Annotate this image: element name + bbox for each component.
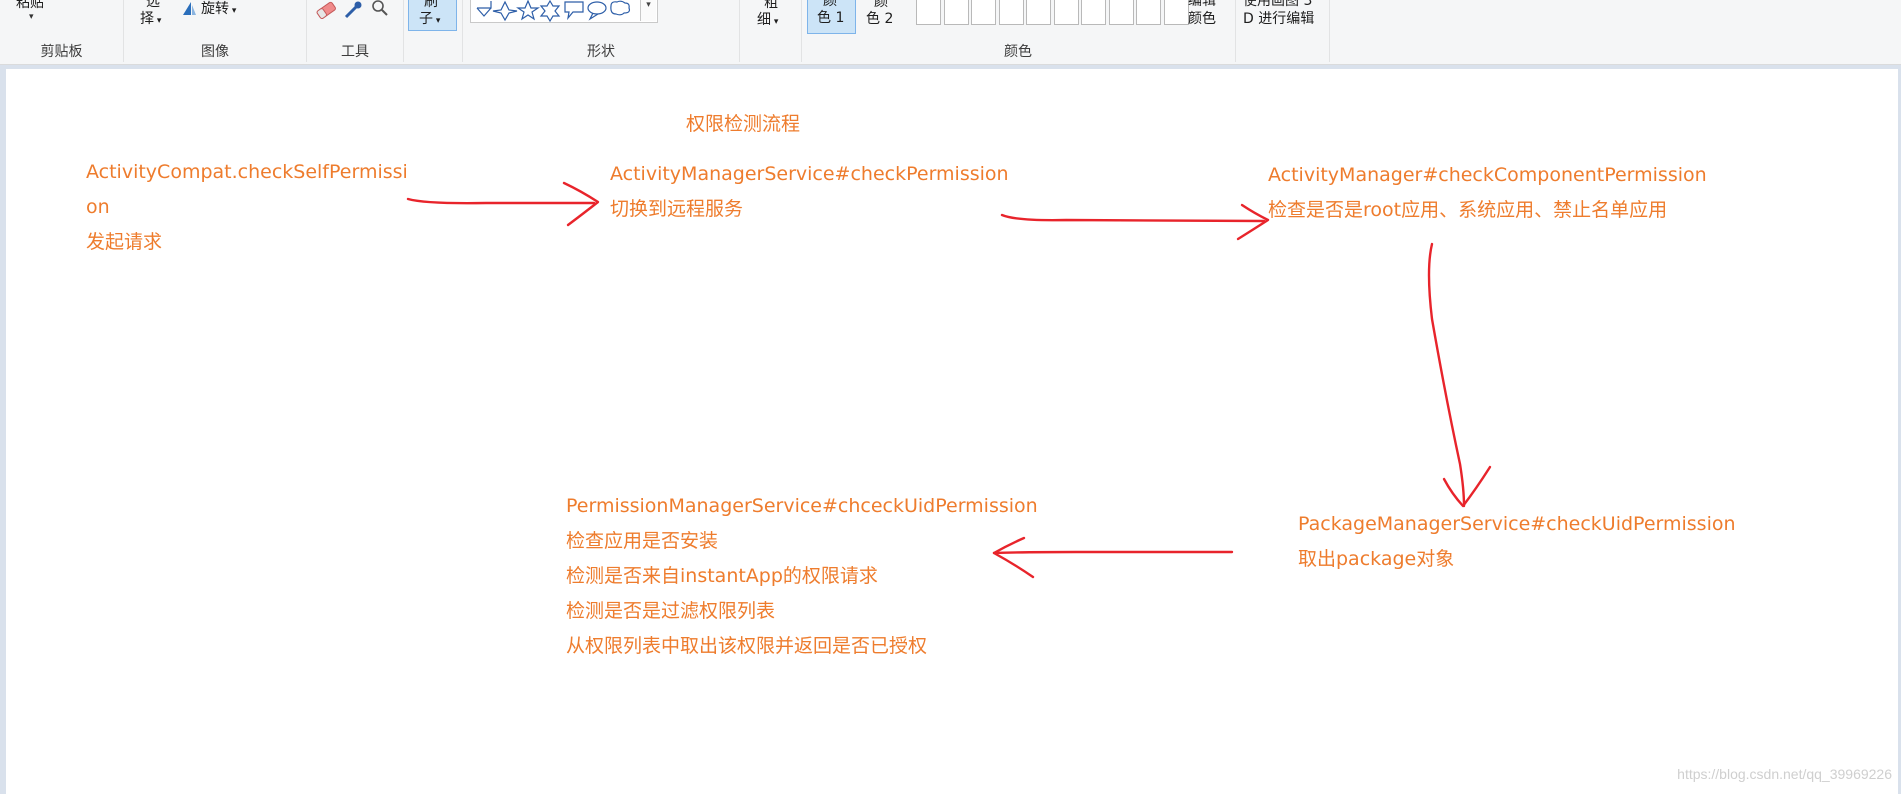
paint3d-group: 使用画图 3 D 进行编辑 <box>1236 0 1328 64</box>
flow-arrow-1-head <box>562 181 600 227</box>
brushes-label: 子 ▾ <box>419 11 441 27</box>
node-line: 检查应用是否安装 <box>566 530 719 552</box>
four-point-star-shape-icon <box>492 0 518 22</box>
node-line: ActivityManager#checkComponentPermission <box>1268 164 1707 186</box>
color-swatch[interactable] <box>1136 0 1161 25</box>
color-swatch[interactable] <box>1163 0 1189 25</box>
flow-arrow-2-head <box>1236 203 1270 241</box>
rotate-button[interactable]: 旋转 ▾ <box>201 1 237 17</box>
node-line: 从权限列表中取出该权限并返回是否已授权 <box>566 635 928 657</box>
flow-arrow-2 <box>1000 213 1266 223</box>
canvas-edge <box>1898 65 1901 794</box>
color-swatch[interactable] <box>916 0 941 25</box>
color2-button[interactable]: 色 2 <box>866 11 894 27</box>
diagram-title: 权限检测流程 <box>686 113 801 135</box>
color1-label-top: 颜 <box>823 0 837 9</box>
colors-group: 颜色 <box>802 0 1234 64</box>
color-swatch[interactable] <box>1108 0 1134 25</box>
rotate-label: 旋转 <box>201 1 229 17</box>
size-group: 粗 细 ▾ <box>740 0 800 64</box>
color-swatch[interactable] <box>998 0 1024 25</box>
edit-colors-button[interactable]: 颜色 <box>1188 11 1216 27</box>
group-divider <box>306 0 307 62</box>
cloud-callout-shape-icon <box>610 0 631 16</box>
brushes-label-top: 刷 <box>424 0 438 10</box>
magnifier-icon[interactable] <box>371 0 389 22</box>
group-divider <box>1329 0 1330 62</box>
shapes-group: 形状 <box>463 0 739 64</box>
node-line: ActivityManagerService#checkPermission <box>610 163 1009 185</box>
six-point-star-shape-icon <box>539 0 561 22</box>
paint3d-label-top[interactable]: 使用画图 3 <box>1243 0 1313 9</box>
group-divider <box>462 0 463 62</box>
paste-label: 粘贴 <box>16 0 44 11</box>
rect-callout-shape-icon <box>564 1 584 21</box>
ribbon-toolbar: 粘贴 ▾ 剪贴板 选 择 ▾ 旋转 ▾ 图像 工具 刷 <box>0 0 1901 65</box>
flow-arrows <box>406 181 1492 579</box>
node-activity-compat: ActivityCompat.checkSelfPermissi on 发起请求 <box>86 155 408 260</box>
canvas-area: 权限检测流程 ActivityCompat.checkSelfPermissi … <box>0 65 1901 794</box>
node-line: ActivityCompat.checkSelfPermissi <box>86 161 408 183</box>
color-swatch[interactable] <box>1081 0 1106 25</box>
color-swatch[interactable] <box>943 0 969 25</box>
color-swatch[interactable] <box>1053 0 1079 25</box>
size-label-top[interactable]: 粗 <box>764 0 778 11</box>
node-activity-manager: ActivityManager#checkComponentPermission… <box>1268 158 1707 228</box>
color-picker-icon[interactable] <box>343 0 363 24</box>
color1-button[interactable]: 颜 色 1 <box>807 0 856 34</box>
edit-colors-label-top[interactable]: 编辑 <box>1188 0 1216 9</box>
flow-arrow-3-head <box>1442 465 1492 508</box>
brushes-button[interactable]: 刷 子 ▾ <box>408 0 457 31</box>
flow-arrow-3 <box>1427 242 1466 508</box>
select-button[interactable]: 择 ▾ <box>140 11 162 27</box>
tools-group: 工具 <box>307 0 403 64</box>
drawing-canvas[interactable]: 权限检测流程 ActivityCompat.checkSelfPermissi … <box>6 69 1901 794</box>
group-divider <box>1235 0 1236 62</box>
node-line: 切换到远程服务 <box>610 198 744 220</box>
image-group: 选 择 ▾ 旋转 ▾ 图像 <box>124 0 306 64</box>
select-button-top[interactable]: 选 <box>146 0 160 10</box>
image-group-label: 图像 <box>201 44 229 60</box>
node-line: 检查是否是root应用、系统应用、禁止名单应用 <box>1268 199 1668 221</box>
paste-button[interactable]: 粘贴 <box>16 0 44 13</box>
tools-group-label: 工具 <box>341 44 369 60</box>
eraser-icon[interactable] <box>315 0 337 24</box>
group-divider <box>801 0 802 62</box>
node-line: 取出package对象 <box>1298 548 1455 570</box>
down-arrow-shape-icon <box>476 1 492 17</box>
rotate-icon <box>181 0 197 20</box>
clipboard-group: 粘贴 ▾ 剪贴板 <box>0 0 123 64</box>
group-divider <box>123 0 124 62</box>
node-line: on <box>86 196 110 218</box>
node-line: 检测是否是过滤权限列表 <box>566 600 776 622</box>
color-swatch[interactable] <box>1026 0 1051 25</box>
watermark: https://blog.csdn.net/qq_39969226 <box>1677 766 1892 782</box>
flow-arrow-4 <box>992 550 1234 555</box>
group-divider <box>403 0 404 62</box>
shapes-group-label: 形状 <box>587 44 615 60</box>
paste-dropdown-icon[interactable]: ▾ <box>29 12 34 22</box>
node-activity-manager-service: ActivityManagerService#checkPermission 切… <box>610 157 1009 227</box>
flow-arrow-4-head <box>992 536 1035 579</box>
shapes-gallery-more-button[interactable]: ▾ <box>640 0 656 21</box>
shapes-gallery[interactable] <box>470 0 658 23</box>
node-package-manager-service: PackageManagerService#checkUidPermission… <box>1298 507 1736 577</box>
flow-arrow-1 <box>406 197 596 205</box>
node-line: 检测是否来自instantApp的权限请求 <box>566 565 878 587</box>
node-line: PackageManagerService#checkUidPermission <box>1298 513 1736 535</box>
size-button[interactable]: 细 ▾ <box>757 12 779 28</box>
edit-with-paint3d-button[interactable]: D 进行编辑 <box>1243 11 1315 27</box>
five-point-star-shape-icon <box>516 0 540 21</box>
node-permission-manager-service: PermissionManagerService#chceckUidPermis… <box>566 489 1038 664</box>
group-divider <box>739 0 740 62</box>
clipboard-group-label: 剪贴板 <box>40 44 83 60</box>
node-line: PermissionManagerService#chceckUidPermis… <box>566 495 1038 517</box>
color1-label: 色 1 <box>817 10 845 26</box>
select-label: 择 <box>140 11 154 27</box>
colors-group-label: 颜色 <box>1004 44 1032 60</box>
color-swatch[interactable] <box>971 0 996 25</box>
node-line: 发起请求 <box>86 231 163 253</box>
color2-label-top[interactable]: 颜 <box>874 0 888 10</box>
oval-callout-shape-icon <box>587 1 607 15</box>
